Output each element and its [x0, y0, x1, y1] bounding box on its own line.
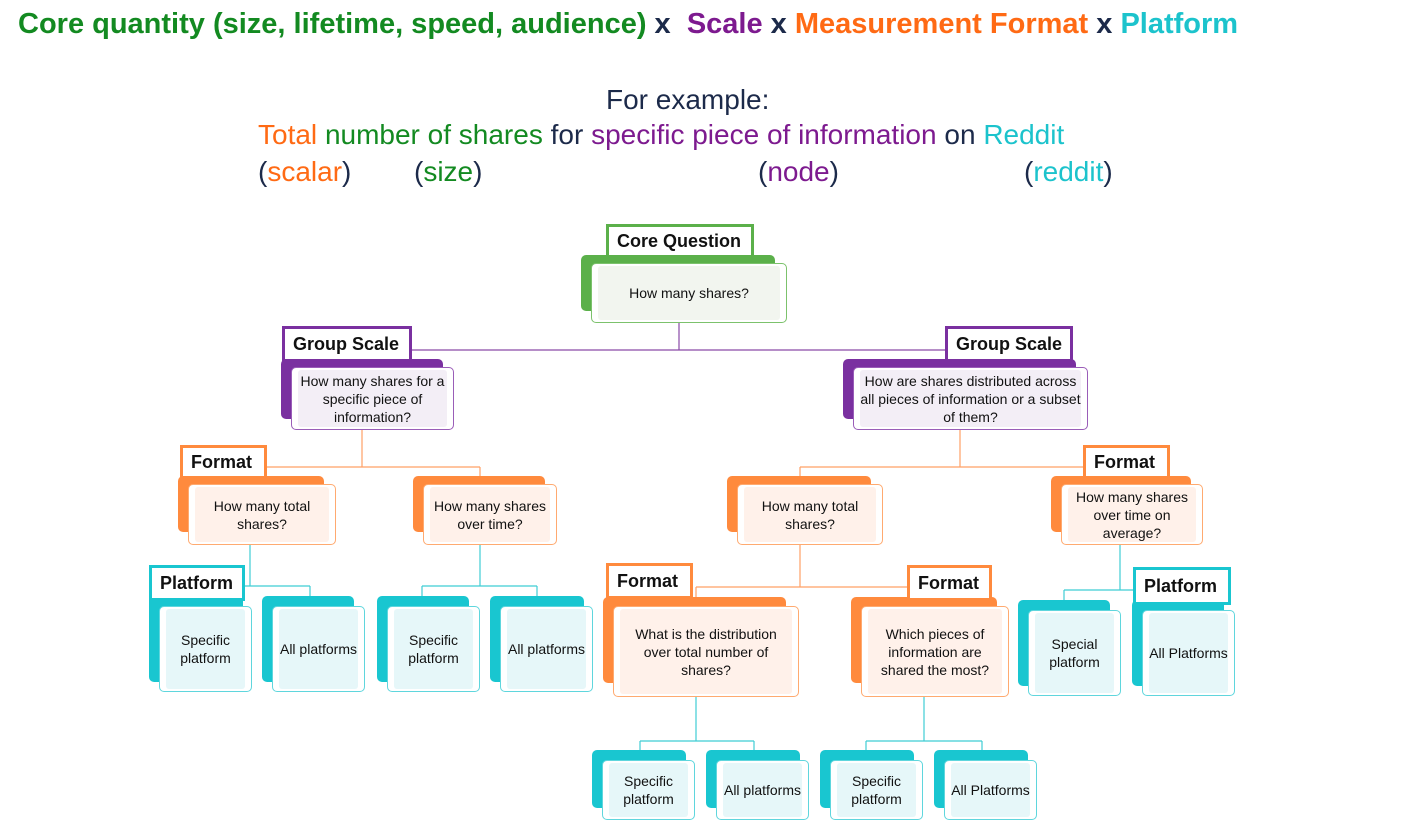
connector-format-to-platforms-5: [865, 697, 983, 751]
connector-core-to-groups: [364, 322, 1001, 362]
example-size: size: [423, 156, 474, 187]
node-question-card: All Platforms: [1142, 610, 1235, 696]
connector-total-to-subformats: [695, 545, 921, 597]
node-question-card: All Platforms: [944, 760, 1037, 820]
example-total: Total: [258, 119, 318, 150]
node-question-card: Specific platform: [159, 606, 252, 692]
format-right-total-question: How many total shares?: [744, 487, 876, 542]
platform-specific-5-text: Specific platform: [837, 763, 916, 817]
platform-all-1-text: All platforms: [279, 609, 358, 689]
example-annotation-reddit: (reddit): [1024, 156, 1113, 187]
node-question-card: Specific platform: [387, 606, 480, 692]
connector-format-to-platforms-4: [639, 697, 755, 751]
connector-format-to-platforms-3: [1063, 545, 1184, 600]
platform-all-4-text: All platforms: [723, 763, 802, 817]
node-question-card: All platforms: [500, 606, 593, 692]
platform-specific-1-text: Specific platform: [166, 609, 245, 689]
connector-group-left-to-formats: [261, 430, 481, 478]
node-question-card: How many shares?: [591, 263, 787, 323]
connector-format-to-platforms-2: [421, 545, 538, 596]
group-scale-left-label: Group Scale: [282, 326, 412, 362]
example-annotation-size: (size): [414, 156, 483, 187]
format-right-average-question: How many shares over time on average?: [1068, 487, 1196, 542]
format-left-total-question: How many total shares?: [195, 487, 329, 542]
example-reddit-lower: reddit: [1033, 156, 1104, 187]
connector-group-right-to-formats: [799, 430, 1123, 478]
core-question-text: How many shares?: [598, 266, 780, 320]
group-scale-right-question: How are shares distributed across all pi…: [860, 370, 1081, 427]
format-most-shared-label: Format: [907, 565, 992, 601]
format-most-shared-question: Which pieces of information are shared t…: [868, 609, 1002, 694]
platform-all-3-text: All Platforms: [1149, 613, 1228, 693]
node-question-card: How many shares over time?: [423, 484, 557, 545]
title-multiply-sign: x: [770, 8, 787, 40]
example-line-1: Total number of shares for specific piec…: [258, 119, 1064, 151]
platform-label-right: Platform: [1133, 567, 1231, 605]
platform-label-left: Platform: [149, 565, 245, 601]
node-question-card: Which pieces of information are shared t…: [861, 606, 1009, 697]
node-question-card: What is the distribution over total numb…: [613, 606, 799, 697]
node-question-card: All platforms: [272, 606, 365, 692]
node-question-card: Specific platform: [830, 760, 923, 820]
title-line: Core quantity (size, lifetime, speed, au…: [18, 8, 1238, 41]
platform-special-3-text: Special platform: [1035, 613, 1114, 693]
title-platform: Platform: [1120, 8, 1239, 40]
platform-all-5-text: All Platforms: [951, 763, 1030, 817]
group-scale-right-label: Group Scale: [945, 326, 1073, 362]
title-measurement-format: Measurement Format: [794, 8, 1089, 40]
example-annotation-scalar: (scalar): [258, 156, 352, 187]
node-question-card: How many total shares?: [737, 484, 883, 545]
example-on: on: [944, 119, 976, 150]
title-multiply-sign: x: [654, 8, 671, 40]
format-distribution-label: Format: [606, 563, 693, 599]
platform-all-2-text: All platforms: [507, 609, 586, 689]
example-node: node: [767, 156, 830, 187]
title-multiply-sign: x: [1096, 8, 1113, 40]
example-reddit: Reddit: [983, 119, 1065, 150]
node-question-card: How many total shares?: [188, 484, 336, 545]
example-annotation-node: (node): [758, 156, 839, 187]
platform-specific-4-text: Specific platform: [609, 763, 688, 817]
example-number-of-shares: number of shares: [324, 119, 543, 150]
connector-format-to-platforms-1: [204, 545, 311, 596]
format-left-total-label: Format: [180, 445, 267, 479]
platform-specific-2-text: Specific platform: [394, 609, 473, 689]
format-right-average-label: Format: [1083, 445, 1170, 479]
example-specific-piece: specific piece of information: [591, 119, 937, 150]
node-question-card: How many shares over time on average?: [1061, 484, 1203, 545]
format-left-overtime-question: How many shares over time?: [430, 487, 550, 542]
node-question-card: Special platform: [1028, 610, 1121, 696]
node-question-card: All platforms: [716, 760, 809, 820]
title-core-quantity: Core quantity (size, lifetime, speed, au…: [18, 8, 647, 40]
node-question-card: How are shares distributed across all pi…: [853, 367, 1088, 430]
example-for: for: [550, 119, 584, 150]
node-question-card: How many shares for a specific piece of …: [291, 367, 454, 430]
example-heading: For example:: [606, 84, 770, 115]
core-question-label: Core Question: [606, 224, 754, 258]
title-scale: Scale: [686, 8, 763, 40]
node-question-card: Specific platform: [602, 760, 695, 820]
format-distribution-question: What is the distribution over total numb…: [620, 609, 792, 694]
example-scalar: scalar: [267, 156, 343, 187]
group-scale-left-question: How many shares for a specific piece of …: [298, 370, 447, 427]
